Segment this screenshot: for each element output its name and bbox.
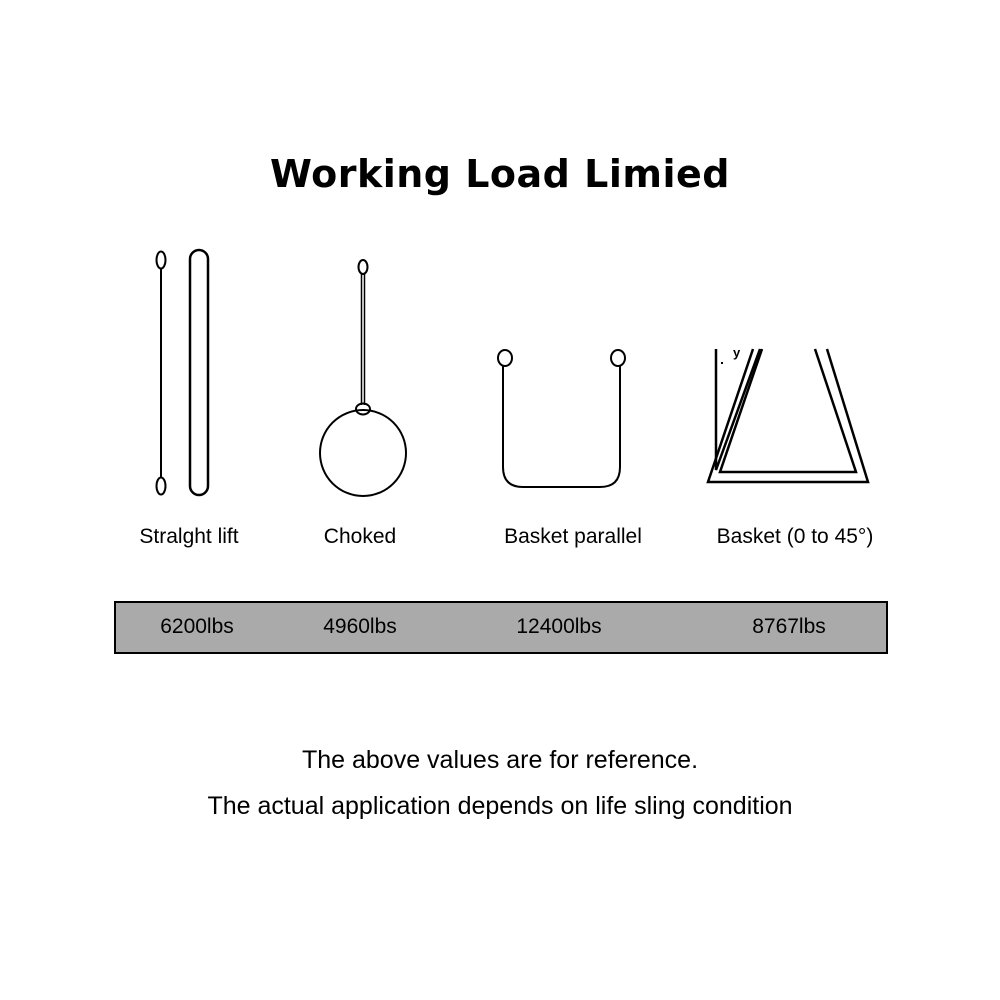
straight-lift-loop-sling: [188, 248, 210, 497]
basket-angle-inner-line: [718, 348, 858, 474]
straight-lift-bottom-eye: [155, 476, 167, 496]
note-application: The actual application depends on life s…: [207, 792, 793, 820]
label-basket-angle: Basket (0 to 45°): [716, 525, 874, 548]
straight-lift-diagram: [155, 248, 210, 497]
basket-parallel-left-eye: [497, 349, 513, 367]
values-bar: [114, 601, 888, 654]
page-title: Working Load Limied: [270, 152, 730, 196]
label-basket-parallel: Basket parallel: [504, 525, 642, 548]
label-choked: Choked: [323, 525, 397, 548]
basket-parallel-u-sling: [502, 366, 621, 488]
value-basket-parallel: 12400lbs: [516, 615, 602, 638]
value-basket-angle: 8767lbs: [752, 615, 826, 638]
choked-top-eye: [357, 259, 369, 275]
choked-choke-eye: [355, 402, 371, 416]
label-straight-lift: Stralght lift: [139, 525, 239, 548]
choked-load-circle: [319, 409, 407, 497]
basket-angle-left-outer: [714, 348, 762, 471]
stray-glyph: y: [733, 345, 741, 360]
basket-parallel-diagram: [497, 349, 626, 488]
basket-parallel-right-eye: [610, 349, 626, 367]
note-reference: The above values are for reference.: [301, 746, 699, 774]
choked-diagram: [319, 259, 407, 497]
basket-angle-outer-line: [706, 348, 870, 484]
straight-lift-top-eye: [155, 250, 167, 270]
value-straight-lift: 6200lbs: [160, 615, 234, 638]
value-choked: 4960lbs: [323, 615, 397, 638]
basket-angle-diagram: [706, 348, 870, 484]
